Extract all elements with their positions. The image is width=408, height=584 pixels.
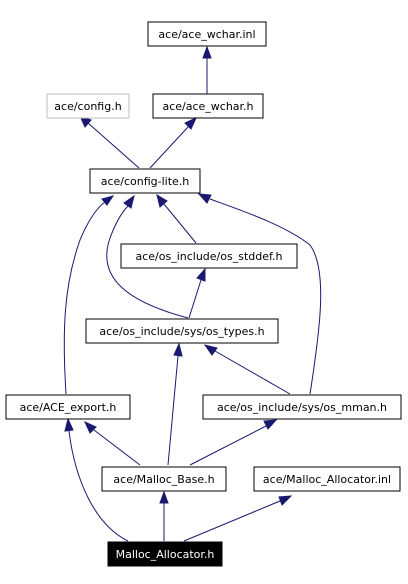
node-os-mman-h[interactable]: ace/os_include/sys/os_mman.h	[202, 394, 402, 420]
arrowhead	[123, 194, 135, 209]
node-label: ace/config-lite.h	[101, 175, 190, 188]
nodes-layer: ace/ace_wchar.inl ace/config.h ace/ace_w…	[5, 21, 402, 567]
edge-malloc-base-to-os-mman	[189, 425, 267, 466]
node-label: Malloc_Allocator.h	[116, 548, 215, 561]
node-os-types-h[interactable]: ace/os_include/sys/os_types.h	[85, 318, 279, 344]
node-label: ace/ACE_export.h	[20, 401, 117, 414]
node-label: ace/config.h	[54, 100, 121, 113]
arrowhead	[202, 45, 212, 59]
node-label: ace/os_include/sys/os_mman.h	[217, 401, 387, 414]
arrowhead	[184, 116, 198, 130]
arrowhead	[263, 419, 278, 430]
edge-root-to-malloc-allocator-inl	[183, 500, 281, 542]
arrowhead	[101, 195, 115, 206]
node-label: ace/os_include/os_stddef.h	[135, 250, 282, 263]
edge-os-stddef-to-config-lite	[163, 203, 197, 244]
edge-malloc-base-to-os-types	[167, 355, 179, 466]
edge-root-to-ace-export	[68, 430, 129, 542]
arrowhead	[203, 344, 218, 356]
arrowhead	[159, 490, 169, 504]
node-malloc-allocator-h-root[interactable]: Malloc_Allocator.h	[107, 541, 223, 567]
node-malloc-base-h[interactable]: ace/Malloc_Base.h	[101, 466, 227, 492]
edge-malloc-base-to-ace-export	[93, 429, 141, 466]
node-config-lite-h[interactable]: ace/config-lite.h	[89, 168, 201, 194]
node-ace-wchar-inl[interactable]: ace/ace_wchar.inl	[147, 21, 267, 47]
node-ace-export-h[interactable]: ace/ACE_export.h	[5, 394, 131, 420]
edge-ace-export-to-config-lite	[63, 201, 106, 395]
arrowhead	[196, 267, 206, 282]
node-label: ace/ace_wchar.h	[162, 100, 253, 113]
node-label: ace/Malloc_Base.h	[113, 473, 214, 486]
edge-os-mman-to-os-types	[214, 350, 291, 395]
edge-config-lite-to-wchar-h	[149, 126, 189, 169]
node-label: ace/ace_wchar.inl	[158, 28, 255, 41]
node-os-stddef-h[interactable]: ace/os_include/os_stddef.h	[120, 243, 298, 269]
node-malloc-allocator-inl[interactable]: ace/Malloc_Allocator.inl	[253, 466, 401, 492]
arrowhead	[83, 420, 97, 434]
edge-os-mman-to-config-lite	[209, 198, 322, 395]
edges-layer	[63, 45, 322, 542]
arrowhead	[156, 193, 168, 208]
node-ace-wchar-h[interactable]: ace/ace_wchar.h	[152, 93, 264, 119]
arrowhead	[278, 495, 293, 506]
edge-os-types-to-os-stddef	[188, 279, 202, 319]
node-config-h[interactable]: ace/config.h	[46, 93, 130, 119]
edge-os-types-to-config-lite	[106, 205, 189, 319]
node-label: ace/os_include/sys/os_types.h	[99, 325, 264, 338]
edge-config-lite-to-config	[87, 122, 140, 169]
arrowhead	[173, 342, 183, 357]
node-label: ace/Malloc_Allocator.inl	[263, 473, 391, 486]
arrowhead	[197, 193, 212, 204]
arrowhead	[64, 417, 74, 432]
